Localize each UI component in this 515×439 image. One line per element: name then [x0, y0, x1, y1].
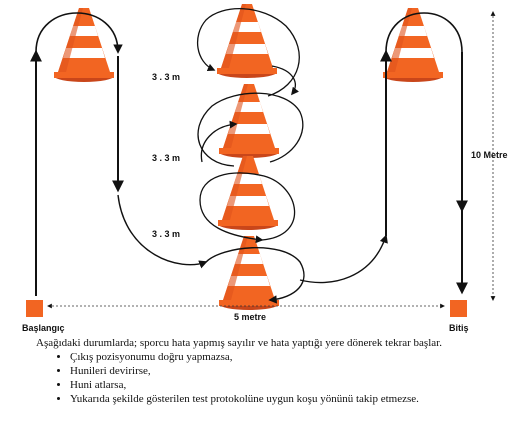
start-label: Başlangıç — [22, 323, 65, 333]
path-arrow — [196, 8, 300, 97]
rules-text: Aşağıdaki durumlarda; sporcu hata yapmış… — [36, 336, 506, 406]
path-arrow — [199, 172, 296, 244]
cone-icon — [217, 4, 277, 78]
width-label: 5 metre — [234, 312, 266, 322]
path-arrow — [35, 12, 123, 54]
rules-item: Huni atlarsa, — [70, 378, 506, 392]
path-arrow — [117, 194, 208, 269]
rules-item: Hunileri devirirse, — [70, 364, 506, 378]
path-arrow — [299, 234, 388, 284]
path-arrow — [385, 12, 463, 53]
gap-label-1: 3 . 3 m — [152, 72, 180, 82]
cone-icon — [219, 236, 279, 310]
rules-list: Çıkış pozisyonumu doğru yapmazsa, Hunile… — [36, 350, 506, 406]
finish-label: Bitiş — [449, 323, 469, 333]
path-arrow — [271, 65, 299, 96]
gap-label-3: 3 . 3 m — [152, 229, 180, 239]
path-arrow — [197, 92, 304, 167]
rules-item: Yukarıda şekilde gösterilen test protoko… — [70, 392, 506, 406]
height-label: 10 Metre — [471, 150, 508, 160]
cone-icon — [383, 8, 443, 82]
path-arrow — [200, 120, 238, 163]
rules-item: Çıkış pozisyonumu doğru yapmazsa, — [70, 350, 506, 364]
gap-label-2: 3 . 3 m — [152, 153, 180, 163]
cone-icon — [54, 8, 114, 82]
path-arrow — [205, 246, 305, 304]
finish-marker — [450, 300, 467, 317]
cone-icon — [218, 156, 278, 230]
rules-intro: Aşağıdaki durumlarda; sporcu hata yapmış… — [36, 337, 442, 349]
start-marker — [26, 300, 43, 317]
